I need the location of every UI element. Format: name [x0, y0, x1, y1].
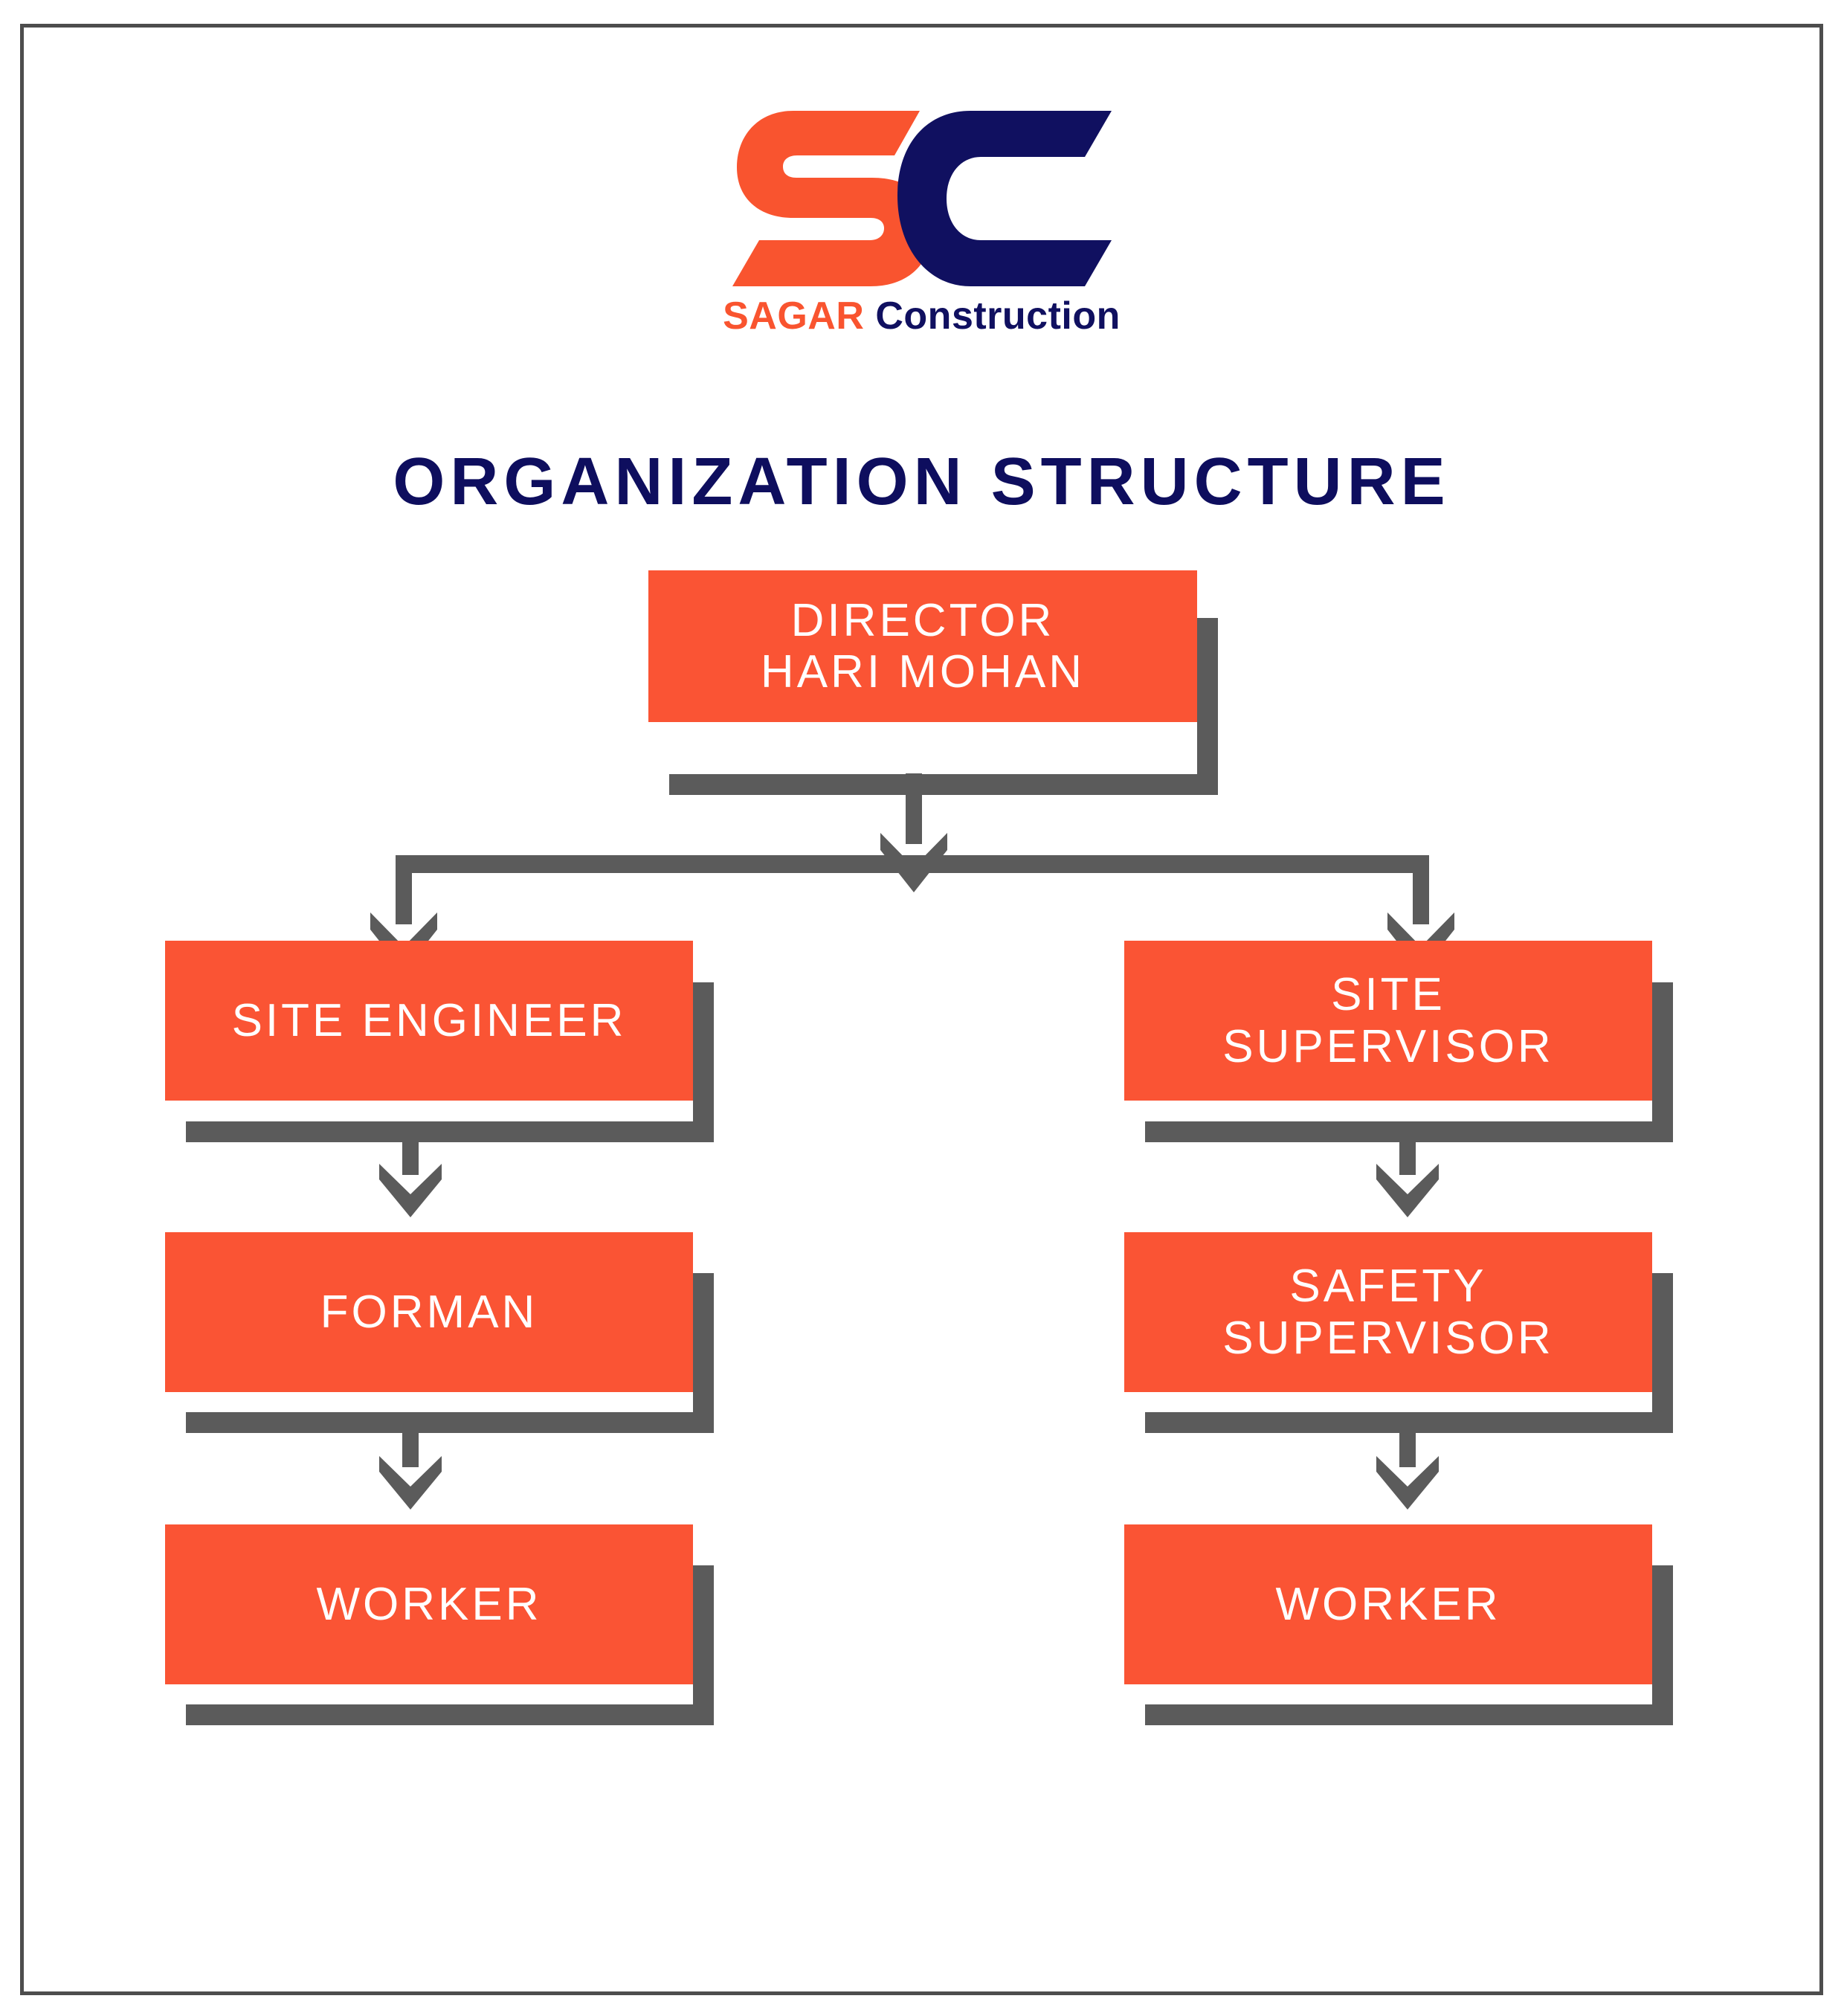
site-engineer-shadow-bottom — [186, 1121, 714, 1142]
node-director[interactable]: DIRECTOR HARI MOHAN — [648, 570, 1197, 722]
connector-right-drop — [1413, 855, 1429, 924]
worker-left-shadow-bottom — [186, 1704, 714, 1725]
connector-left-drop — [396, 855, 412, 924]
connector-site-engineer-to-forman — [402, 1129, 419, 1175]
logo-wordmark-primary: SAGAR — [723, 294, 865, 338]
connector-horizontal-bus — [396, 855, 1429, 873]
node-site-supervisor-line1: SITE — [1331, 969, 1445, 1021]
node-director-line2: HARI MOHAN — [760, 646, 1086, 698]
worker-right-shadow-bottom — [1145, 1704, 1673, 1725]
arrow-head-forman — [379, 1164, 442, 1217]
company-logo: SAGAR Construction — [24, 106, 1819, 338]
node-worker-left[interactable]: WORKER — [165, 1524, 693, 1684]
worker-right-shadow-right — [1652, 1565, 1673, 1725]
node-worker-right[interactable]: WORKER — [1124, 1524, 1652, 1684]
node-forman[interactable]: FORMAN — [165, 1232, 693, 1392]
node-worker-left-label: WORKER — [316, 1578, 542, 1630]
forman-shadow-bottom — [186, 1412, 714, 1433]
arrow-head-worker-right — [1376, 1456, 1439, 1510]
connector-forman-to-worker — [402, 1421, 419, 1467]
site-engineer-shadow-right — [693, 982, 714, 1142]
worker-left-shadow-right — [693, 1565, 714, 1725]
site-supervisor-shadow-right — [1652, 982, 1673, 1142]
node-worker-right-label: WORKER — [1275, 1578, 1501, 1630]
node-safety-supervisor[interactable]: SAFETY SUPERVISOR — [1124, 1232, 1652, 1392]
node-site-engineer-label: SITE ENGINEER — [231, 994, 627, 1046]
arrow-head-worker-left — [379, 1456, 442, 1510]
node-site-engineer[interactable]: SITE ENGINEER — [165, 941, 693, 1101]
org-chart-page: SAGAR Construction ORGANIZATION STRUCTUR… — [20, 24, 1823, 1995]
forman-shadow-right — [693, 1273, 714, 1433]
page-title: ORGANIZATION STRUCTURE — [393, 445, 1451, 519]
logo-wordmark: SAGAR Construction — [723, 294, 1121, 338]
arrow-head-safety-supervisor — [1376, 1164, 1439, 1217]
connector-director-stem — [906, 773, 922, 844]
node-site-supervisor[interactable]: SITE SUPERVISOR — [1124, 941, 1652, 1101]
connector-safety-to-worker — [1399, 1421, 1416, 1467]
safety-supervisor-shadow-right — [1652, 1273, 1673, 1433]
node-director-line1: DIRECTOR — [790, 594, 1055, 646]
node-safety-supervisor-line1: SAFETY — [1289, 1260, 1487, 1313]
sc-monogram-icon — [732, 111, 1112, 286]
director-shadow-bottom — [669, 774, 1218, 795]
connector-site-supervisor-to-safety — [1399, 1129, 1416, 1175]
director-shadow-right — [1197, 618, 1218, 795]
logo-wordmark-secondary: Construction — [875, 294, 1121, 338]
node-forman-label: FORMAN — [320, 1286, 538, 1338]
node-safety-supervisor-line2: SUPERVISOR — [1222, 1312, 1554, 1364]
node-site-supervisor-line2: SUPERVISOR — [1222, 1020, 1554, 1072]
